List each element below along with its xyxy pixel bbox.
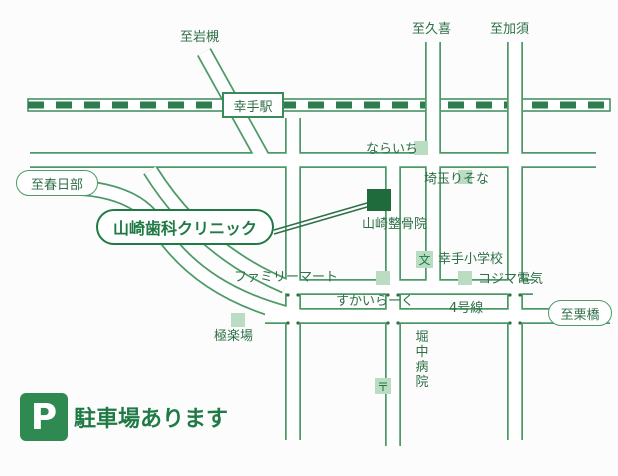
parking-icon: P	[20, 393, 68, 441]
clinic-location-marker	[367, 189, 391, 211]
landmark-horinaka-hospital: 堀中病院	[415, 330, 429, 390]
narai-ichi-marker	[414, 141, 428, 155]
landmark-sukairaku: すかいらーく	[336, 294, 415, 309]
clinic-name-callout: 山崎歯科クリニック	[96, 209, 274, 245]
gokurakuba-marker	[231, 313, 245, 327]
destination-kazo: 至加須	[490, 22, 530, 37]
road-to-kasukabe	[30, 179, 302, 324]
post-office-icon: 〒	[375, 378, 391, 394]
landmark-narai-ichi: ならいち	[366, 142, 419, 157]
kojima-marker	[458, 271, 472, 285]
clinic-leader-line	[273, 202, 368, 235]
parking-text: 駐車場あります	[74, 407, 229, 432]
landmark-saitama-resona: 埼玉りそな	[424, 172, 490, 187]
destination-kurihashi: 至栗橋	[548, 300, 612, 326]
familymart-marker	[376, 271, 390, 285]
landmark-yamazaki-seikotsuin: 山崎整骨院	[362, 217, 428, 232]
parking-notice: P 駐車場あります	[20, 393, 228, 441]
destination-kuki: 至久喜	[412, 22, 452, 37]
school-icon: 文	[416, 251, 433, 268]
station-kote: 幸手駅	[222, 92, 284, 118]
landmark-kojima-denki: コジマ電気	[478, 272, 544, 287]
intersection-dots	[286, 293, 522, 325]
landmark-gokurakuba: 極楽場	[214, 329, 254, 344]
road-label-route4: 4号線	[449, 301, 484, 316]
landmark-familymart: ファミリーマート	[234, 270, 339, 285]
destination-iwatsuki: 至岩槻	[180, 30, 220, 45]
landmark-kote-elementary-school: 幸手小学校	[438, 252, 504, 267]
clinic-name: 山崎歯科クリニック	[112, 219, 257, 238]
destination-kasukabe: 至春日部	[16, 170, 98, 196]
station-label: 幸手駅	[233, 99, 273, 115]
saitama-resona-marker	[458, 170, 472, 184]
